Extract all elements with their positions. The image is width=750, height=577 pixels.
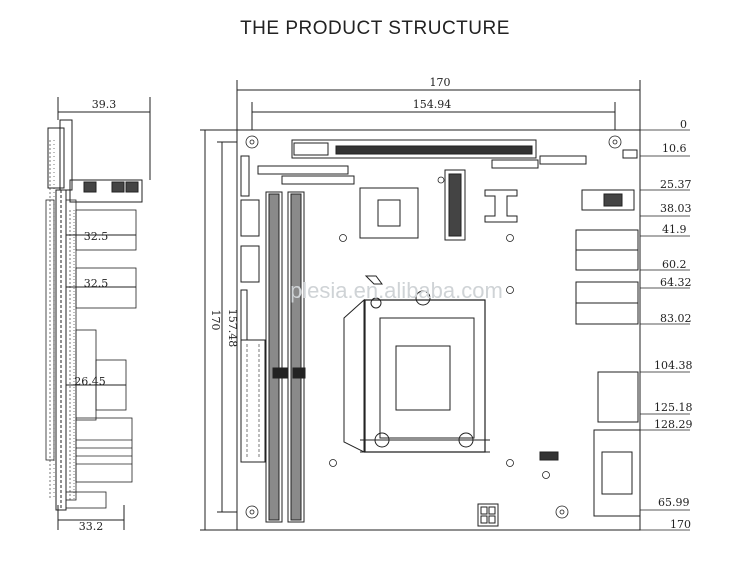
right-dim-3: 38.03 [660,202,692,215]
right-dim-2: 25.37 [660,178,692,191]
right-dim-8: 104.38 [654,359,693,372]
right-dim-5: 60.2 [662,258,687,271]
right-dim-12: 170 [670,518,691,531]
right-dimensions: 0 10.6 25.37 38.03 41.9 60.2 64.32 83.02… [640,118,693,531]
side-top-width-label: 39.3 [92,98,117,111]
side-height-label-2: 32.5 [84,277,109,290]
side-height-label-3: 26.45 [74,375,106,388]
overall-width-label: 170 [430,76,451,89]
right-dim-6: 64.32 [660,276,692,289]
right-dim-10: 128.29 [654,418,693,431]
overall-height-label: 170 [209,310,222,331]
watermark: plesia.en.alibaba.com [290,278,503,303]
right-dim-0: 0 [680,118,687,131]
page-title: THE PRODUCT STRUCTURE [240,18,510,39]
top-view: 170 154.94 170 157.48 [200,76,641,531]
right-dim-9: 125.18 [654,401,693,414]
side-height-label-1: 32.5 [84,230,109,243]
mounting-holes [245,135,622,519]
cpu-socket [343,275,490,453]
hole-span-width-label: 154.94 [413,98,452,111]
right-dim-11: 65.99 [658,496,690,509]
right-dim-7: 83.02 [660,312,692,325]
right-dim-4: 41.9 [662,223,687,236]
side-bottom-width-label: 33.2 [79,520,104,533]
side-view: 39.3 [45,97,151,533]
right-dim-1: 10.6 [662,142,687,155]
hole-span-height-label: 157.48 [226,309,239,348]
